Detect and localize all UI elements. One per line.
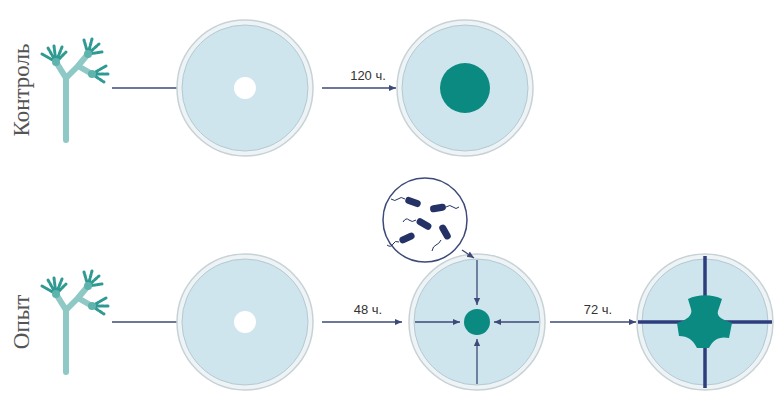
time-label: 120 ч.: [348, 68, 388, 83]
time-label: 48 ч.: [352, 302, 384, 317]
bacteria-streak: [638, 256, 772, 388]
fungus-icon: [42, 271, 108, 372]
petri-dish: [177, 20, 313, 156]
row-title: Контроль: [9, 44, 35, 137]
petri-dish: [177, 254, 313, 390]
petri-dish: [637, 254, 773, 390]
petri-dish: [409, 254, 545, 390]
row-title: Опыт: [9, 295, 35, 349]
fungal-colony: [440, 63, 490, 113]
fungal-colony: [677, 295, 732, 348]
petri-dish: [397, 20, 533, 156]
fungal-colony: [464, 309, 490, 335]
bacteria: [398, 196, 452, 245]
bacteria-inset: [383, 178, 467, 262]
fungus-icon: [42, 39, 108, 140]
time-label: 72 ч.: [582, 302, 614, 317]
